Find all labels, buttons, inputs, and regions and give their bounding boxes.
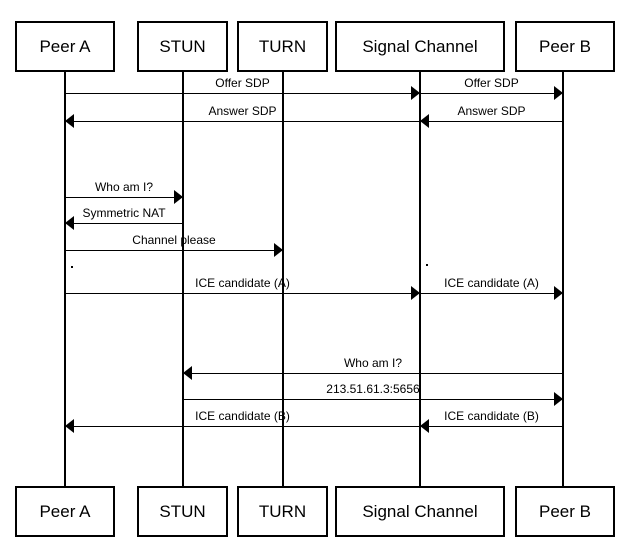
- participant-label: STUN: [159, 501, 206, 521]
- lifeline-peer-b: [562, 72, 564, 486]
- participant-box-turn-top: TURN: [237, 21, 328, 72]
- message-line: [420, 426, 563, 427]
- participant-box-peer-a-top: Peer A: [15, 21, 115, 72]
- lifeline-stun: [182, 72, 184, 486]
- participant-box-stun-top: STUN: [137, 21, 228, 72]
- message-label: Answer SDP: [208, 104, 277, 118]
- message-label: Answer SDP: [457, 104, 526, 118]
- ellipsis-dot-icon: [71, 266, 73, 268]
- lifeline-peer-a: [64, 72, 66, 486]
- message-line: [420, 93, 563, 94]
- arrowhead-icon: [420, 114, 429, 128]
- message-line: [65, 293, 420, 294]
- arrowhead-icon: [420, 419, 429, 433]
- arrowhead-icon: [411, 86, 420, 100]
- participant-box-signal-bottom: Signal Channel: [335, 486, 505, 537]
- arrowhead-icon: [65, 114, 74, 128]
- message-label: 213.51.61.3:5656: [326, 382, 420, 396]
- arrowhead-icon: [174, 190, 183, 204]
- arrowhead-icon: [65, 216, 74, 230]
- message-line: [65, 223, 183, 224]
- participant-label: Peer A: [39, 501, 91, 521]
- ellipsis-dot-icon: [426, 264, 428, 266]
- participant-label: Signal Channel: [362, 501, 478, 521]
- message-label: ICE candidate (A): [444, 276, 539, 290]
- message-line: [183, 373, 563, 374]
- message-label: Offer SDP: [215, 76, 270, 90]
- message-label: ICE candidate (B): [195, 409, 290, 423]
- participant-label: TURN: [258, 501, 307, 521]
- message-line: [65, 93, 420, 94]
- participant-label: Signal Channel: [362, 36, 478, 56]
- arrowhead-icon: [411, 286, 420, 300]
- lifeline-signal: [419, 72, 421, 486]
- message-line: [65, 426, 420, 427]
- participant-box-turn-bottom: TURN: [237, 486, 328, 537]
- message-label: Who am I?: [343, 356, 403, 370]
- message-label: ICE candidate (A): [195, 276, 290, 290]
- message-label: Who am I?: [94, 180, 154, 194]
- message-line: [420, 293, 563, 294]
- participant-box-stun-bottom: STUN: [137, 486, 228, 537]
- participant-box-peer-b-bottom: Peer B: [515, 486, 615, 537]
- participant-label: Peer B: [539, 501, 591, 521]
- message-line: [65, 121, 420, 122]
- lifeline-turn: [282, 72, 284, 486]
- message-line: [183, 399, 563, 400]
- message-line: [65, 197, 183, 198]
- arrowhead-icon: [274, 243, 283, 257]
- participant-box-peer-a-bottom: Peer A: [15, 486, 115, 537]
- participant-label: STUN: [159, 36, 206, 56]
- participant-label: Peer A: [39, 36, 91, 56]
- message-label: Offer SDP: [464, 76, 519, 90]
- message-label: ICE candidate (B): [444, 409, 539, 423]
- arrowhead-icon: [554, 86, 563, 100]
- arrowhead-icon: [65, 419, 74, 433]
- participant-box-signal-top: Signal Channel: [335, 21, 505, 72]
- participant-label: TURN: [258, 36, 307, 56]
- participant-box-peer-b-top: Peer B: [515, 21, 615, 72]
- message-line: [65, 250, 283, 251]
- message-line: [420, 121, 563, 122]
- participant-label: Peer B: [539, 36, 591, 56]
- arrowhead-icon: [554, 392, 563, 406]
- arrowhead-icon: [554, 286, 563, 300]
- message-label: Symmetric NAT: [82, 206, 166, 220]
- arrowhead-icon: [183, 366, 192, 380]
- message-label: Channel please: [132, 233, 216, 247]
